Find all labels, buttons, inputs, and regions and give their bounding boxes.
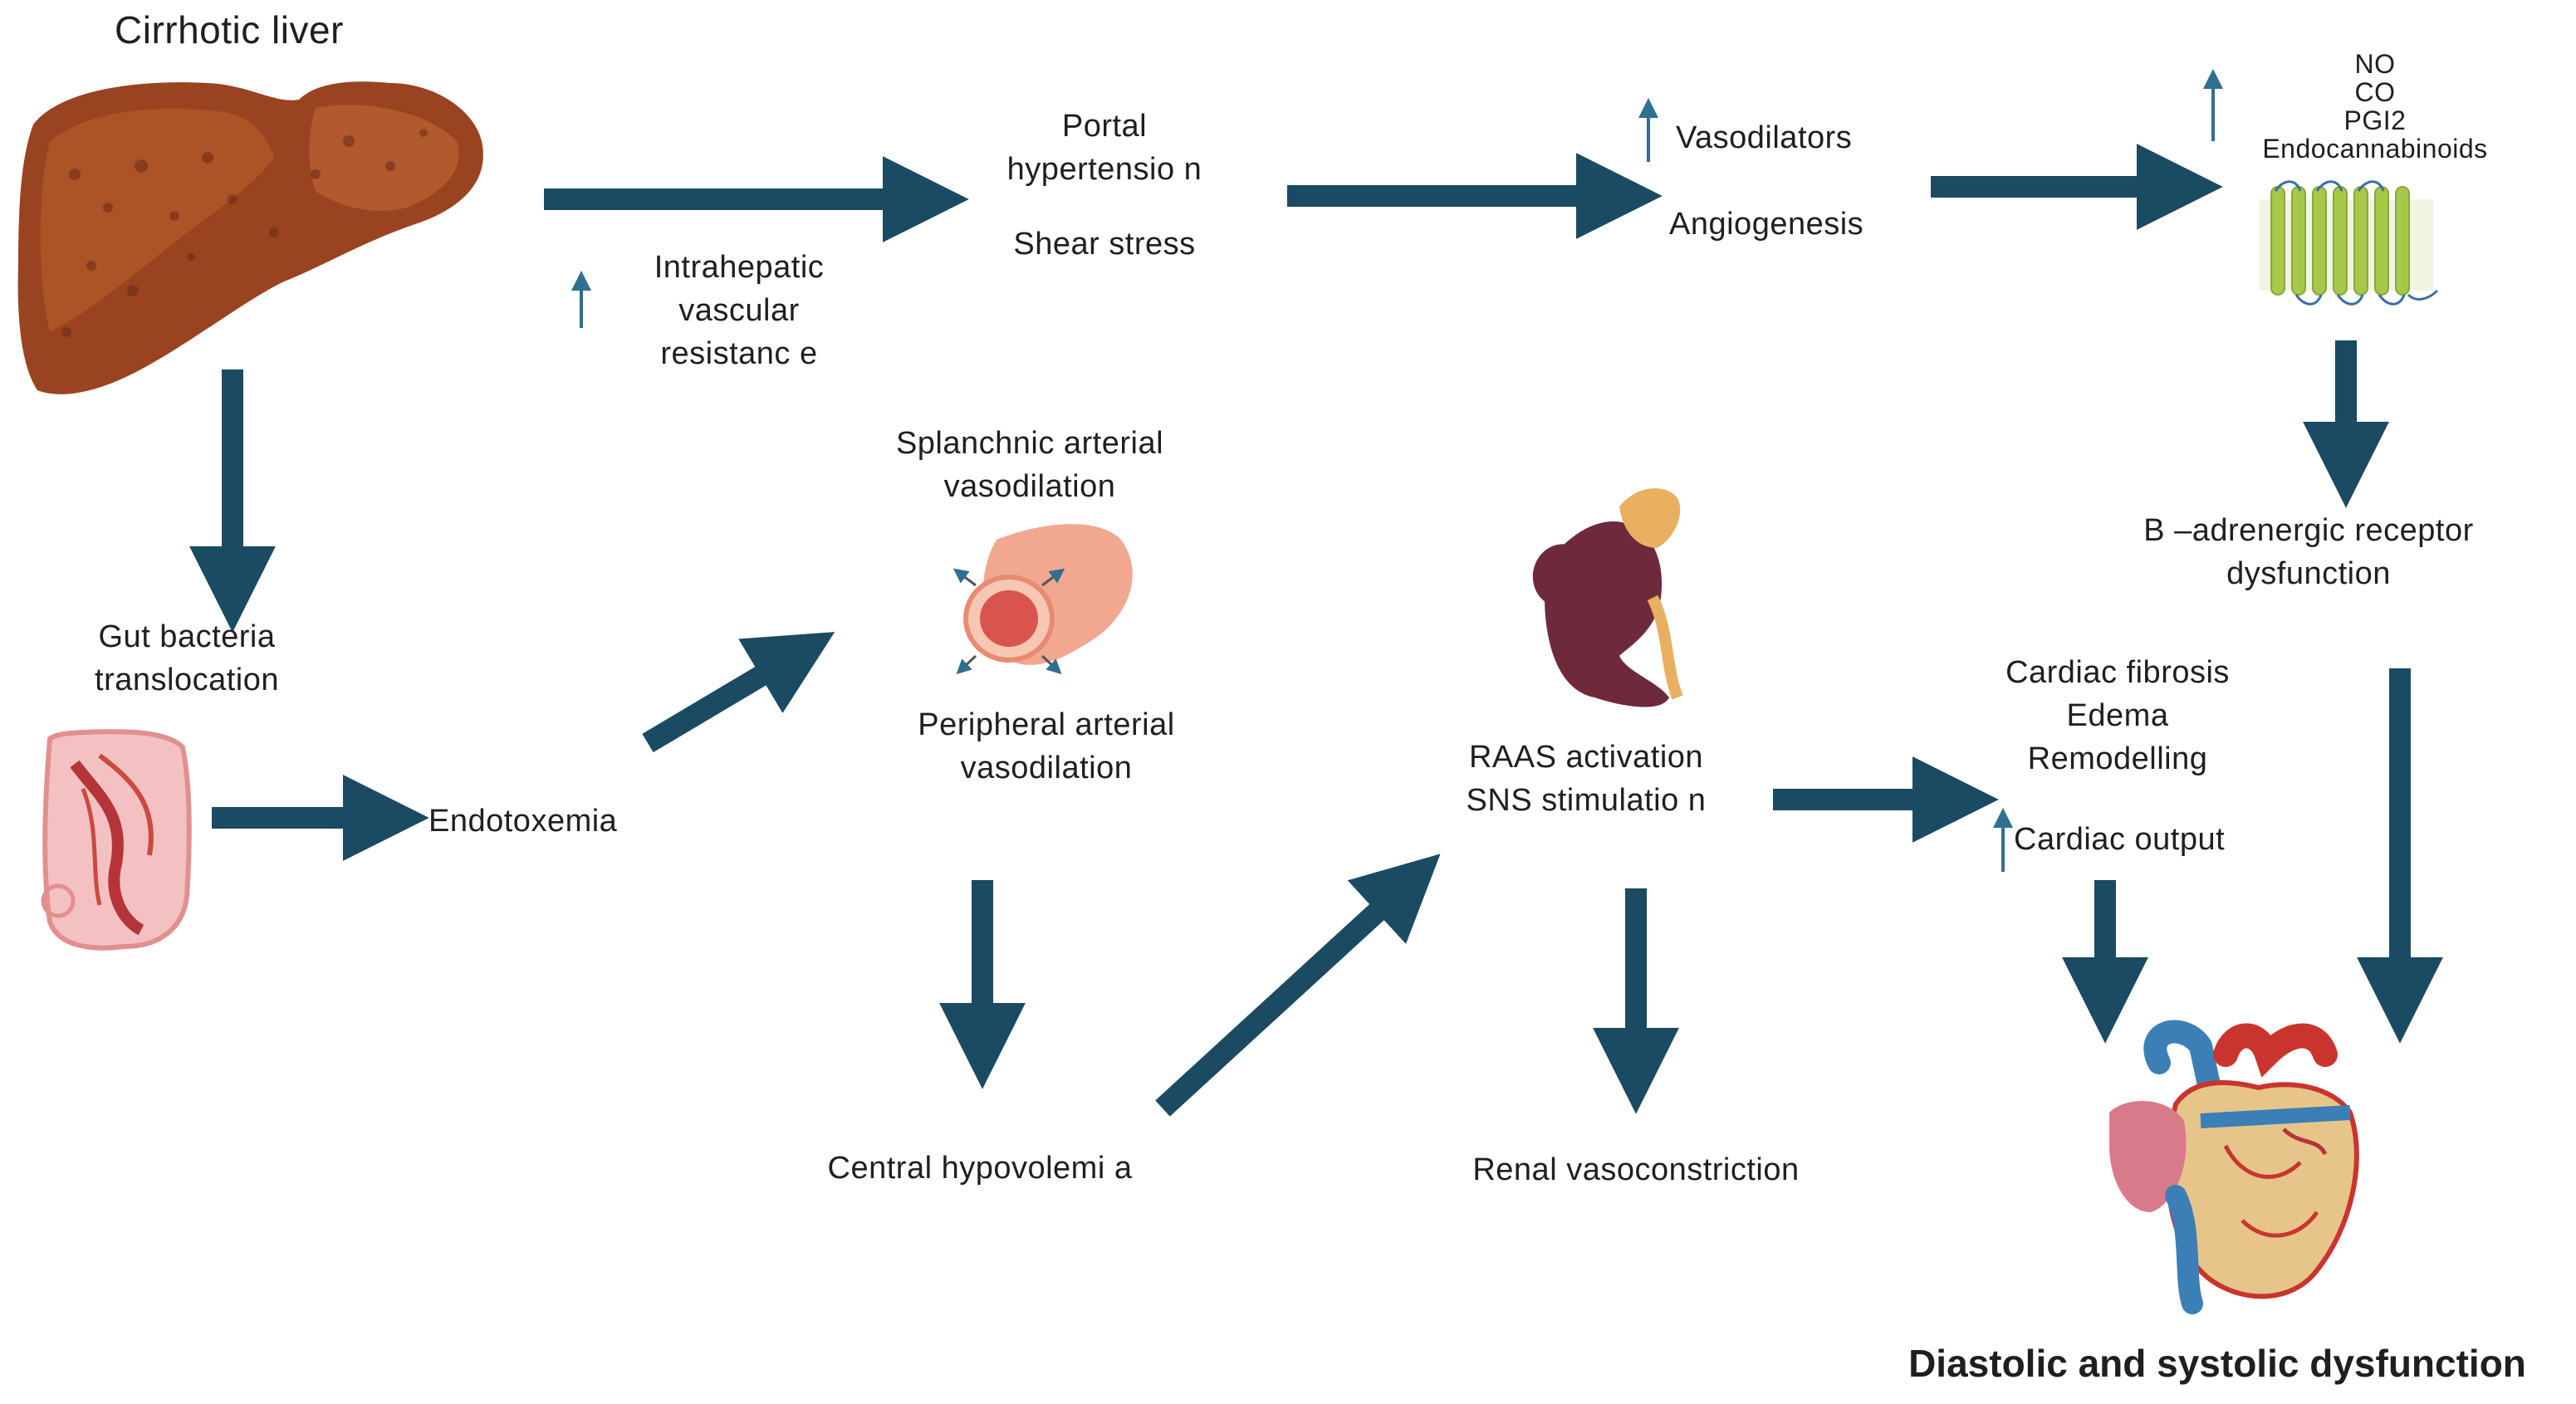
label-mediators: NO CO PGI2 Endocannabinoids: [2209, 50, 2541, 163]
label-splanchnic-vasodilation: Splanchnic arterial vasodilation: [830, 422, 1229, 508]
label-cardiac-changes: Cardiac fibrosis Edema Remodelling: [1943, 651, 2292, 780]
label-intrahepatic-resistance: Intrahepatic vascular resistanc e: [590, 246, 889, 375]
heart-illustration: [2109, 1020, 2359, 1314]
label-central-hypovolemia: Central hypovolemi a: [827, 1151, 1133, 1186]
membrane-receptor-illustration: [2259, 180, 2439, 306]
text-line: PGI2: [2343, 105, 2407, 135]
text-line: CO: [2354, 77, 2396, 107]
label-angiogenesis: Angiogenesis: [1669, 207, 1864, 242]
increase-arrows: [571, 69, 2223, 872]
text-line: Splanchnic arterial: [895, 426, 1164, 461]
label-final-outcome: Diastolic and systolic dysfunction: [1908, 1342, 2526, 1385]
text-line: Gut bacteria: [98, 619, 276, 654]
label-cardiac-output: Cardiac output: [2014, 822, 2226, 857]
label-shear-stress: Shear stress: [1013, 227, 1196, 262]
text-line: resistanc e: [660, 336, 818, 371]
label-peripheral-vasodilation: Peripheral arterial vasodilation: [847, 703, 1246, 790]
text-line: vasodilation: [960, 751, 1133, 785]
text-line: Remodelling: [2027, 741, 2208, 776]
text-line: translocation: [95, 663, 279, 697]
artery-illustration: [953, 524, 1133, 675]
label-cirrhotic-liver: Cirrhotic liver: [115, 8, 344, 51]
text-line: Cardiac fibrosis: [2005, 655, 2230, 690]
text-line: NO: [2354, 49, 2396, 79]
label-b-adrenergic: B –adrenergic receptor dysfunction: [2076, 509, 2541, 595]
text-line: SNS stimulatio n: [1466, 783, 1707, 818]
text-line: dysfunction: [2226, 556, 2391, 591]
text-line: hypertensio n: [1006, 152, 1202, 187]
kidney-illustration: [1532, 488, 1683, 707]
text-line: vascular: [678, 293, 800, 328]
text-line: Intrahepatic: [654, 250, 825, 285]
intestine-illustration: [41, 729, 192, 951]
flow-arrows: [189, 144, 2443, 1117]
label-portal-hypertension: Portal hypertensio n: [930, 105, 1279, 191]
liver-illustration: [17, 81, 483, 394]
arrow-endotoxemia-to-vasodilation: [642, 632, 835, 753]
text-line: vasodilation: [943, 469, 1116, 504]
text-line: RAAS activation: [1468, 740, 1704, 775]
text-line: Edema: [2066, 698, 2169, 733]
text-line: Portal: [1061, 109, 1148, 144]
label-raas-sns: RAAS activation SNS stimulatio n: [1412, 736, 1761, 822]
label-renal-vasoconstriction: Renal vasoconstriction: [1472, 1152, 1800, 1187]
text-line: Endocannabinoids: [2262, 134, 2488, 164]
label-vasodilators: Vasodilators: [1676, 120, 1853, 155]
text-line: B –adrenergic receptor: [2143, 513, 2474, 548]
label-gut-translocation: Gut bacteria translocation: [33, 615, 340, 702]
text-line: Peripheral arterial: [918, 707, 1175, 742]
arrow-hypovolemia-to-raas: [1155, 854, 1441, 1117]
label-endotoxemia: Endotoxemia: [429, 804, 618, 839]
